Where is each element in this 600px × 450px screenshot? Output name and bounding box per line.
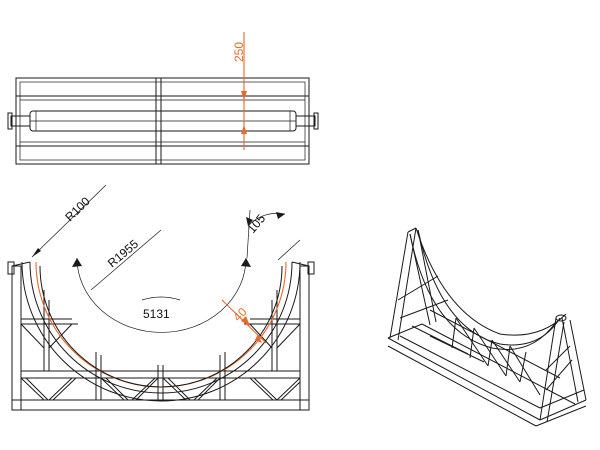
- dimension-40: 40: [221, 299, 267, 344]
- dimension-r100-label: R100: [62, 194, 93, 224]
- dimension-105: 105: [245, 209, 301, 261]
- dimension-250-label: 250: [232, 42, 246, 62]
- roller-shaft: [7, 110, 319, 132]
- isometric-view: [387, 227, 587, 427]
- dimension-r100: R100: [31, 184, 107, 258]
- front-view: [7, 261, 315, 411]
- dimension-r1955-label: R1955: [105, 237, 141, 271]
- dimension-arc-5131-label: 5131: [143, 307, 170, 321]
- cradle-arc: [21, 261, 301, 402]
- dimension-arc-5131: 5131: [72, 257, 251, 333]
- top-view: 250: [7, 32, 319, 165]
- dimension-r1955: R1955: [90, 229, 162, 291]
- dimension-250: 250: [232, 32, 247, 150]
